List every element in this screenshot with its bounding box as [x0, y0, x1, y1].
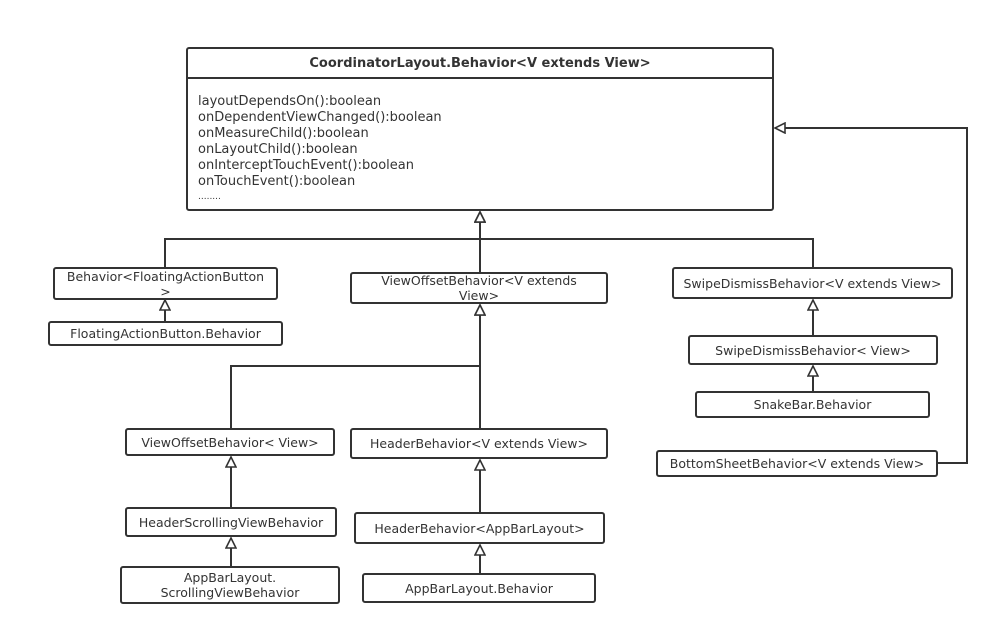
- class-box-bottom-sheet: BottomSheetBehavior<V extends View>: [656, 450, 938, 477]
- method-item: onLayoutChild():boolean: [198, 142, 358, 157]
- class-box-appbar-behavior: AppBarLayout.Behavior: [362, 573, 596, 603]
- class-label: SwipeDismissBehavior<V extends View>: [683, 275, 942, 291]
- method-item: onTouchEvent():boolean: [198, 174, 356, 189]
- class-box-view-offset-view: ViewOffsetBehavior< View>: [125, 428, 335, 456]
- class-label: HeaderBehavior<V extends View>: [370, 436, 588, 451]
- base-class-title: CoordinatorLayout.Behavior<V extends Vie…: [188, 49, 772, 79]
- class-label: AppBarLayout. ScrollingViewBehavior: [160, 570, 300, 600]
- method-item: ........: [198, 192, 221, 202]
- class-label: Behavior<FloatingActionButton >: [66, 268, 265, 299]
- class-box-appbar-scrolling: AppBarLayout. ScrollingViewBehavior: [120, 566, 340, 604]
- class-label: BottomSheetBehavior<V extends View>: [669, 456, 925, 471]
- class-box-fab-behavior-generic: Behavior<FloatingActionButton >: [53, 267, 278, 300]
- class-label: ViewOffsetBehavior<V extends View>: [381, 273, 577, 303]
- method-item: layoutDependsOn():boolean: [198, 94, 382, 109]
- edge-fab-generic-to-base: [164, 212, 480, 268]
- class-box-header-generic: HeaderBehavior<V extends View>: [350, 428, 608, 459]
- class-box-swipe-dismiss-view: SwipeDismissBehavior< View>: [688, 335, 938, 365]
- base-class-methods: layoutDependsOn():boolean onDependentVie…: [188, 79, 772, 204]
- class-box-swipe-dismiss-generic: SwipeDismissBehavior<V extends View>: [672, 267, 953, 299]
- class-box-view-offset-generic: ViewOffsetBehavior<V extends View>: [350, 272, 608, 304]
- method-item: onMeasureChild():boolean: [198, 126, 369, 141]
- class-box-header-scrolling: HeaderScrollingViewBehavior: [125, 507, 337, 537]
- edge-bottomsheet-to-base: [775, 128, 968, 464]
- class-label: AppBarLayout.Behavior: [405, 580, 553, 596]
- class-box-header-appbar: HeaderBehavior<AppBarLayout>: [354, 512, 605, 544]
- edge-swipe-to-base: [480, 212, 814, 268]
- base-class-box: CoordinatorLayout.Behavior<V extends Vie…: [186, 47, 774, 211]
- class-box-fab-behavior: FloatingActionButton.Behavior: [48, 321, 283, 346]
- class-label: HeaderBehavior<AppBarLayout>: [374, 520, 585, 536]
- class-label: SwipeDismissBehavior< View>: [715, 342, 911, 358]
- class-label: SnakeBar.Behavior: [753, 397, 872, 412]
- class-label: HeaderScrollingViewBehavior: [138, 514, 324, 530]
- method-item: onDependentViewChanged():boolean: [198, 110, 442, 125]
- class-label: ViewOffsetBehavior< View>: [141, 434, 319, 450]
- class-label: FloatingActionButton.Behavior: [70, 326, 261, 341]
- class-box-snakebar-behavior: SnakeBar.Behavior: [695, 391, 930, 418]
- method-item: onInterceptTouchEvent():boolean: [198, 158, 414, 173]
